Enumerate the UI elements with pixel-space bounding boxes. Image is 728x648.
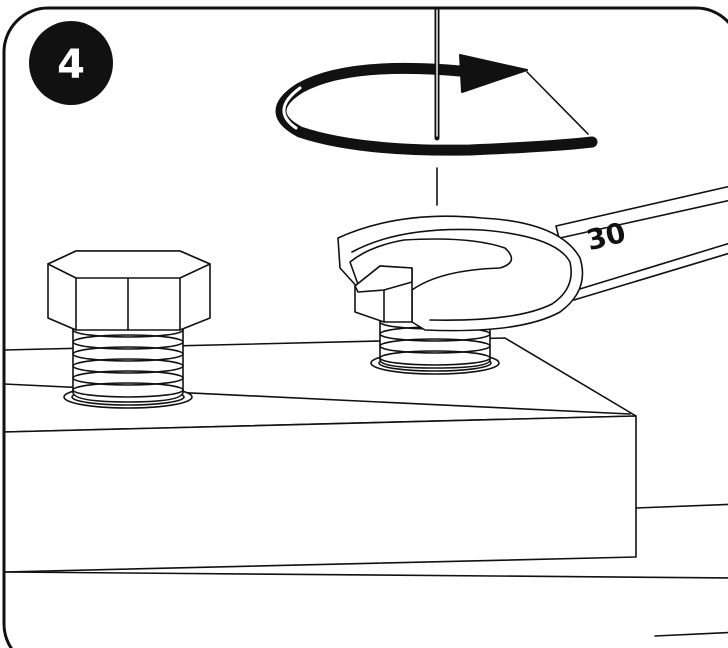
wrench-head (337, 215, 584, 332)
step-badge-circle (29, 21, 113, 105)
step-badge: 4 (29, 21, 113, 105)
arrow-head (459, 54, 528, 93)
left-bolt (47, 250, 211, 409)
panel-frame (2, 6, 728, 648)
rotation-arrow (275, 54, 598, 156)
step-number: 4 (57, 42, 85, 88)
right-bolt-head (354, 265, 413, 323)
left-bolt-head (47, 250, 211, 331)
wrench (337, 183, 728, 332)
